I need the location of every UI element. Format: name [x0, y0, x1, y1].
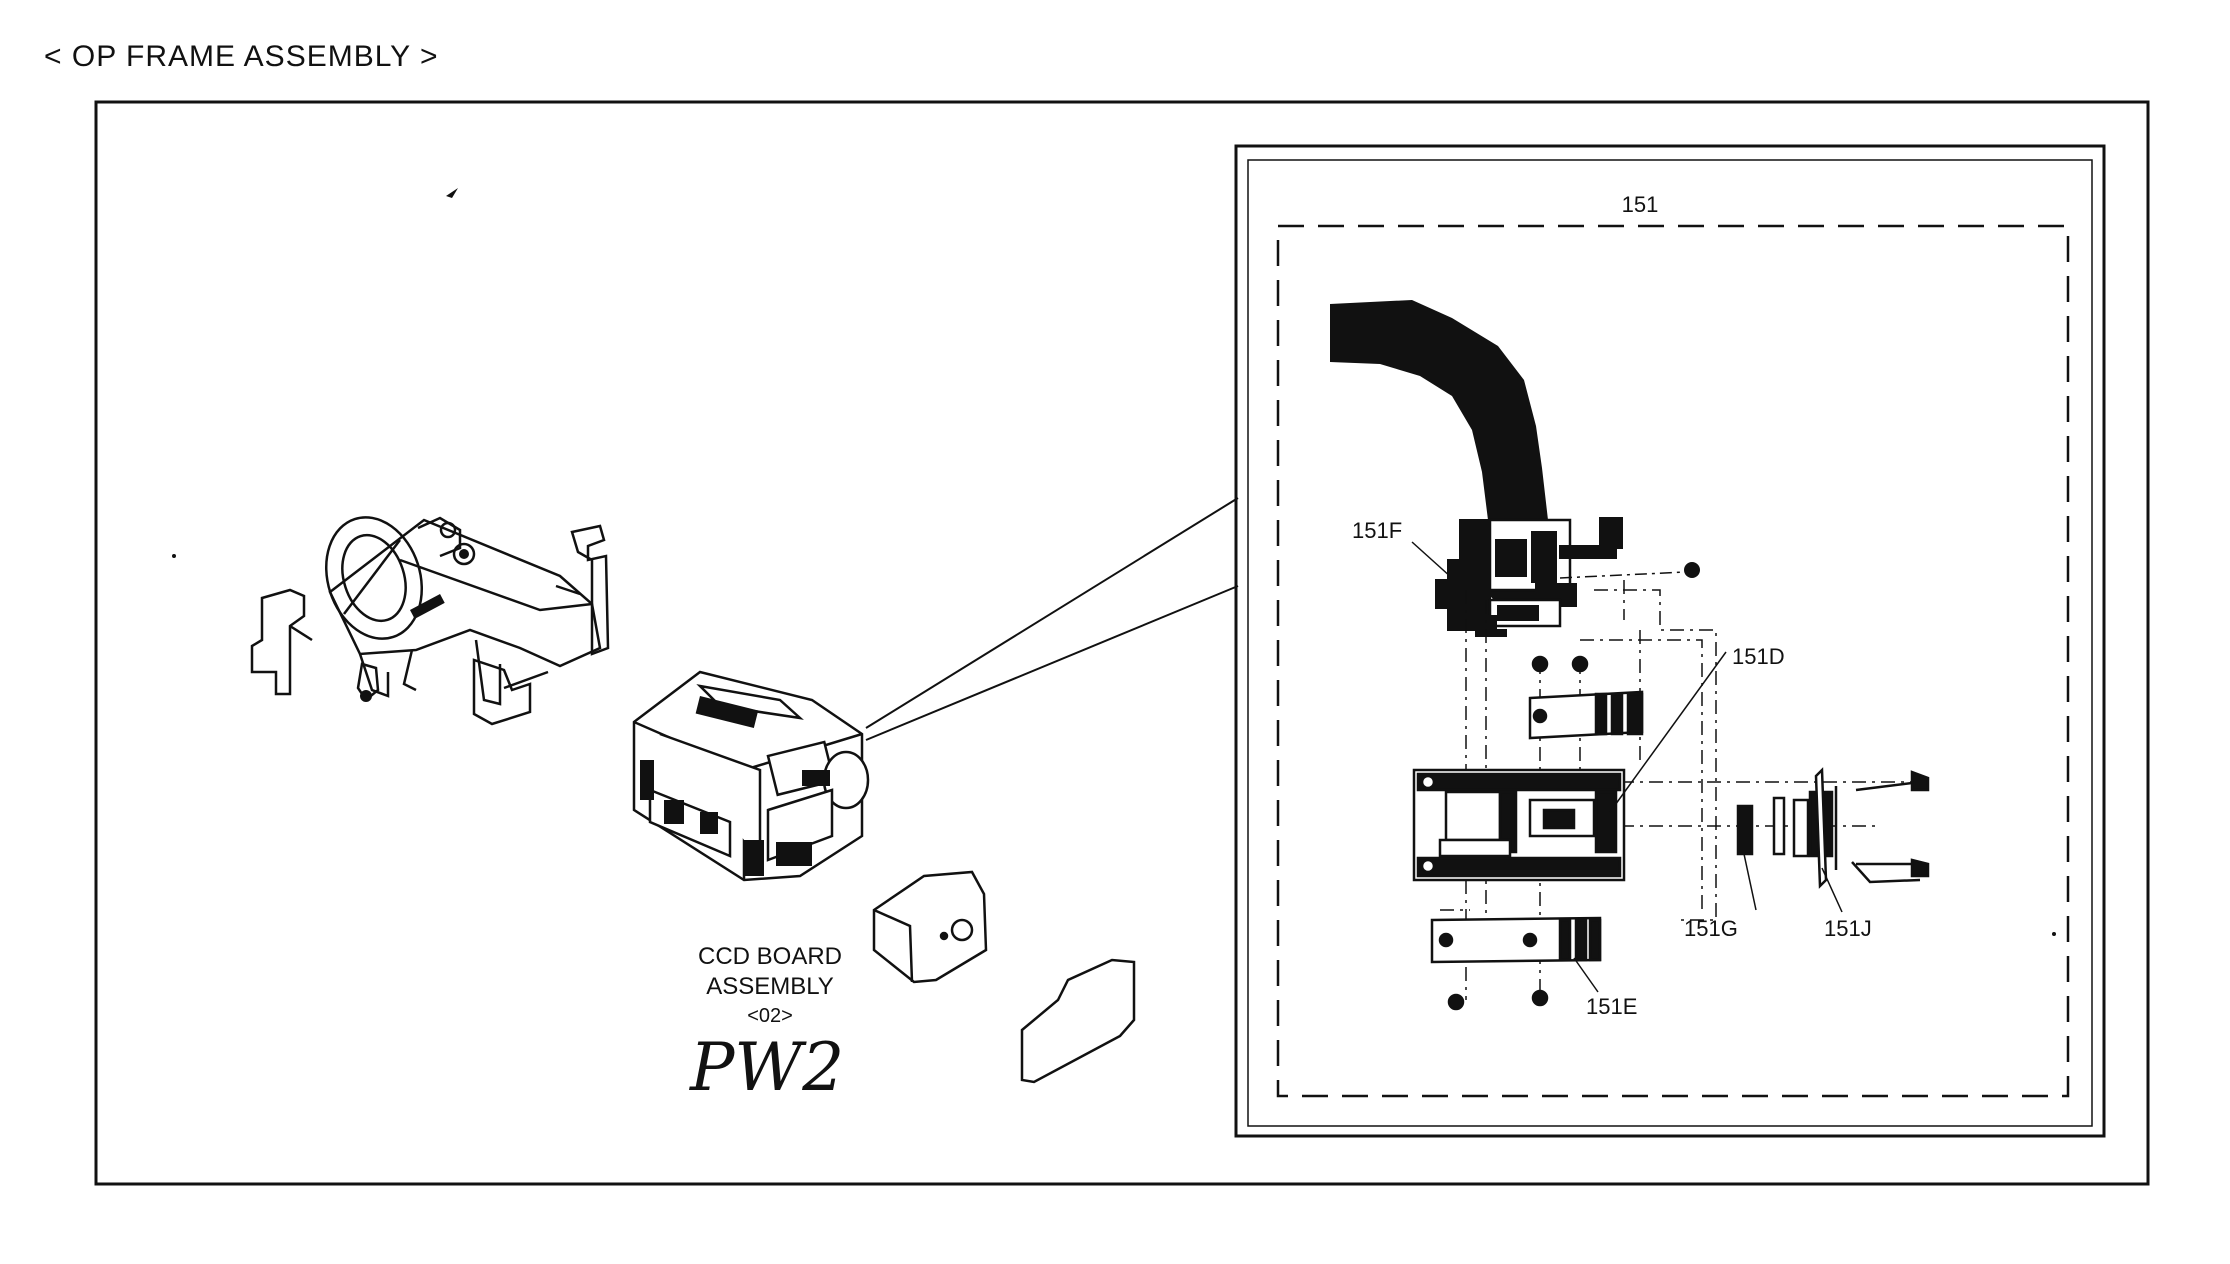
ccd-board-label-line3: <02> — [747, 1005, 793, 1027]
flat-cover-sheet — [1020, 958, 1136, 1084]
part-151D-drawing — [1528, 655, 1644, 740]
op-frame-bracket-fill — [360, 549, 469, 702]
callout-151G: 151G — [1684, 916, 1738, 941]
stray-mark — [446, 188, 458, 198]
ccd-holder-block — [1412, 768, 1626, 882]
part-151-dashed-box — [1276, 224, 2070, 1098]
callout-151J: 151J — [1824, 916, 1872, 941]
inset-inner-frame — [1247, 159, 2093, 1127]
ccd-side-bracket — [872, 870, 988, 984]
callout-151E: 151E — [1586, 994, 1637, 1019]
callout-151F: 151F — [1352, 518, 1402, 543]
ccd-board-block-dark — [640, 696, 830, 876]
screw-151f-right — [1684, 562, 1700, 578]
callout-leaders — [1411, 541, 1843, 993]
zoom-leader-upper — [865, 497, 1239, 729]
inset-label-151: 151 — [1622, 192, 1659, 217]
ccd-board-label-line1: CCD BOARD — [698, 943, 842, 970]
zoom-leader-lower — [865, 585, 1239, 741]
ccd-board-label-line2: ASSEMBLY — [706, 973, 834, 1000]
flex-connector-board — [1435, 517, 1623, 637]
part-151E-drawing — [1430, 916, 1602, 1011]
callout-151D: 151D — [1732, 644, 1785, 669]
inset-stray-dot — [2052, 932, 2056, 936]
page-title: < OP FRAME ASSEMBLY > — [44, 40, 439, 73]
inset-frame — [1234, 144, 2106, 1138]
outer-frame — [94, 100, 2150, 1186]
screw-151f-right-axis — [1559, 571, 1687, 579]
op-frame-bracket-drawing — [250, 516, 610, 726]
handwritten-note: PW2 — [689, 1029, 844, 1106]
lens-stack — [1736, 767, 1930, 889]
stray-dot — [172, 554, 176, 558]
